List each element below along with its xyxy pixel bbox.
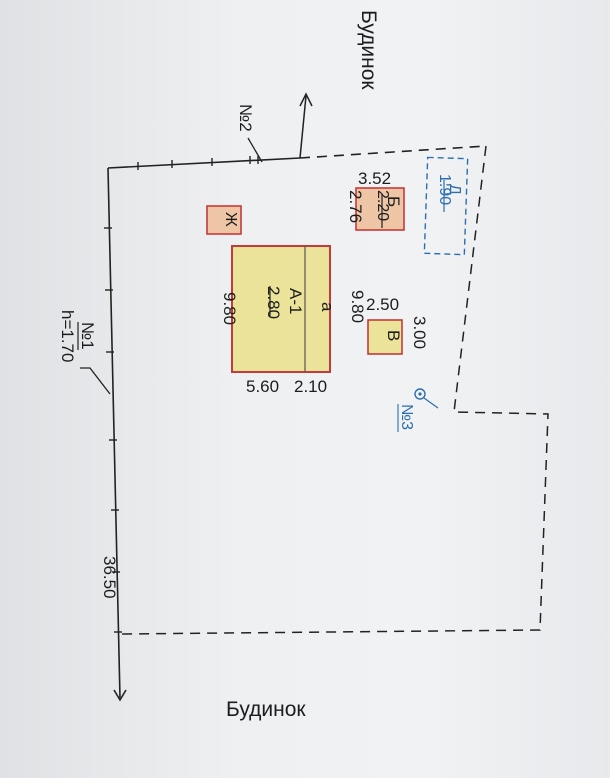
b-height: 2.20 <box>374 190 391 221</box>
building-v <box>367 319 403 355</box>
annex-dim-bottom: 2.10 <box>294 377 327 396</box>
annex-name: а <box>318 302 337 312</box>
house-top-label: Будинок <box>357 10 380 90</box>
point2-leader <box>247 137 263 163</box>
v-dim-top: 2.50 <box>366 295 399 314</box>
main-dim-bottom: 5.60 <box>246 377 279 396</box>
left-length-label: 36.50 <box>100 556 119 599</box>
d-height: 1.90 <box>436 174 453 205</box>
b-dim-side: 2.76 <box>346 190 365 223</box>
main-height: 2.80 <box>264 286 283 319</box>
main-dim-left: 9.80 <box>220 292 239 325</box>
point1-leader <box>80 367 111 395</box>
b-dim-top: 3.52 <box>358 169 391 188</box>
point1-height: h=1.70 <box>58 310 77 362</box>
house-bottom-label: Будинок <box>226 698 306 721</box>
building-b <box>355 187 405 231</box>
arrow-up <box>299 92 313 159</box>
dashed-boundary <box>121 145 549 635</box>
point3-marker <box>414 388 439 409</box>
b-name: Б <box>384 196 403 207</box>
top-boundary-ticks <box>137 156 259 170</box>
point1-label: №1 <box>78 322 97 350</box>
v-name: В <box>384 330 403 341</box>
top-boundary <box>107 145 487 169</box>
building-zh <box>206 205 242 235</box>
main-dim-right: 9.80 <box>348 290 367 323</box>
point2-label: №2 <box>236 104 255 132</box>
building-a1 <box>231 245 331 373</box>
point3-label: №3 <box>398 404 415 430</box>
main-name: А-1 <box>286 288 305 314</box>
building-d <box>423 156 469 256</box>
left-boundary-ticks <box>104 227 122 633</box>
zh-name: Ж <box>222 212 239 227</box>
left-boundary <box>107 167 127 702</box>
d-name: Д <box>446 184 463 195</box>
v-dim-side: 3.00 <box>410 316 429 349</box>
